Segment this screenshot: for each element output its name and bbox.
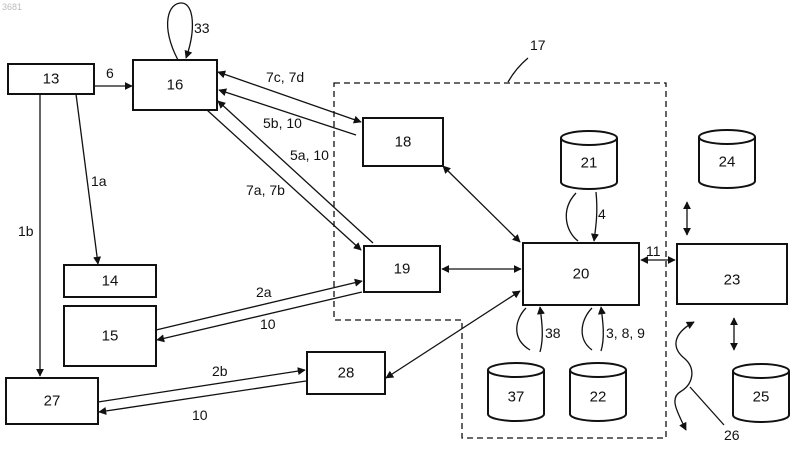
box-19: 19: [364, 246, 440, 292]
self-loop-16: [168, 3, 193, 60]
label-33: 33: [194, 20, 210, 36]
arrow-16-to-19: [207, 110, 361, 250]
label-1b: 1b: [18, 223, 34, 239]
box-28: 28: [307, 352, 385, 394]
label-5b-10: 5b, 10: [263, 115, 302, 131]
label-26-leader: [690, 387, 724, 425]
arrow-18-20: [443, 166, 520, 242]
box-20-label: 20: [573, 266, 590, 283]
box-16-label: 16: [167, 77, 184, 94]
label-11: 11: [646, 243, 661, 259]
box-16: 16: [133, 60, 217, 110]
database-22-label: 22: [590, 389, 607, 406]
box-20: 20: [523, 243, 639, 305]
arrow-22-20-loop: [582, 307, 603, 351]
label-26: 26: [724, 427, 740, 443]
database-37: 37: [488, 363, 544, 421]
label-2a: 2a: [256, 284, 272, 300]
box-28-label: 28: [338, 365, 355, 382]
box-15-label: 15: [102, 328, 119, 345]
box-14-label: 14: [102, 273, 119, 290]
label-2b: 2b: [212, 363, 228, 379]
box-18: 18: [363, 118, 443, 166]
box-14: 14: [64, 265, 156, 297]
database-22: 22: [570, 363, 626, 421]
box-27: 27: [6, 378, 98, 424]
corner-mark: 3681: [2, 2, 22, 12]
database-37-label: 37: [508, 389, 525, 406]
label-10-upper: 10: [260, 316, 276, 332]
box-19-label: 19: [394, 261, 411, 278]
box-23-label: 23: [724, 272, 741, 289]
database-21-label: 21: [581, 155, 598, 172]
region-17-leader: [508, 58, 528, 82]
label-7a-7b: 7a, 7b: [246, 182, 285, 198]
label-7c-7d: 7c, 7d: [266, 69, 304, 85]
label-3-8-9: 3, 8, 9: [606, 325, 645, 341]
database-24: 24: [699, 130, 755, 188]
box-23: 23: [677, 244, 787, 304]
box-13: 13: [8, 64, 94, 94]
box-15: 15: [64, 306, 156, 366]
database-25-label: 25: [753, 389, 770, 406]
box-13-label: 13: [43, 71, 60, 88]
arrow-37-20-loop: [517, 307, 543, 352]
database-21: 21: [561, 131, 617, 189]
label-4: 4: [598, 206, 606, 222]
box-18-label: 18: [395, 134, 412, 151]
label-38: 38: [545, 325, 561, 341]
label-6: 6: [106, 65, 114, 81]
label-5a-10: 5a, 10: [290, 147, 329, 163]
label-10-lower: 10: [192, 407, 208, 423]
box-27-label: 27: [44, 393, 61, 410]
database-24-label: 24: [719, 154, 736, 171]
region-17-label: 17: [530, 37, 546, 53]
label-1a: 1a: [91, 173, 107, 189]
wireless-link-26: [675, 322, 694, 430]
arrow-21-20-loop: [566, 192, 597, 241]
database-25: 25: [733, 364, 789, 422]
